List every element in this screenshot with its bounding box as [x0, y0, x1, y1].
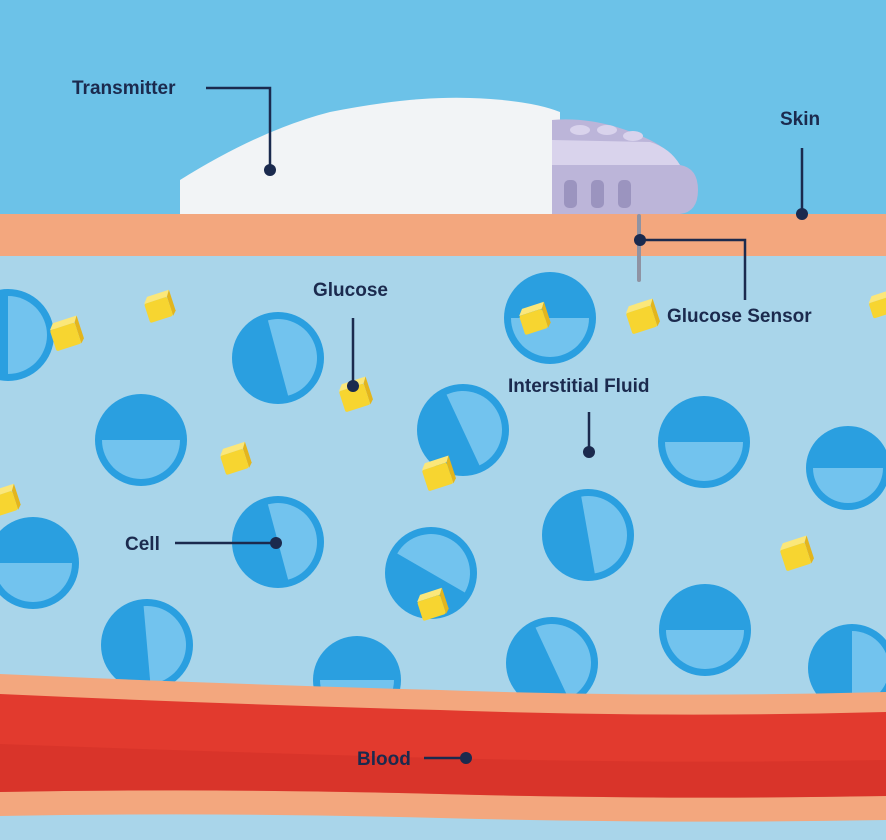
cell-5 — [417, 384, 509, 476]
glucose-group — [0, 289, 886, 621]
glucose-molecule-10 — [417, 587, 449, 621]
transmitter-vent-1 — [564, 180, 577, 208]
skin-layer — [0, 214, 886, 256]
glucose-sensor-label: Glucose Sensor — [667, 306, 812, 327]
glucose-molecule-1 — [144, 289, 176, 323]
cells-group — [0, 272, 886, 724]
cell-6 — [658, 396, 750, 488]
glucose-molecule-11 — [868, 290, 886, 319]
glucose-molecule-6 — [220, 441, 252, 475]
cell-4 — [95, 394, 187, 486]
glucose-molecule-2 — [49, 315, 84, 351]
glucose-molecule-3 — [519, 301, 551, 335]
cell-10 — [385, 527, 477, 619]
cell-2 — [232, 312, 324, 404]
glucose-sensor-dot — [634, 234, 646, 246]
cell-13 — [101, 599, 193, 691]
skin-label: Skin — [780, 109, 820, 130]
glucose-molecule-5 — [338, 376, 373, 412]
blood-flow — [0, 694, 886, 798]
glucose-molecule-8 — [0, 483, 21, 517]
cell-16 — [808, 624, 886, 712]
glucose-label: Glucose — [313, 280, 388, 301]
glucose-dot — [347, 380, 359, 392]
cell-1 — [0, 289, 54, 381]
transmitter-dot — [264, 164, 276, 176]
cell-11 — [542, 489, 634, 581]
transmitter-vent-2 — [591, 180, 604, 208]
cell-8 — [0, 517, 79, 609]
glucose-sensor-leader-line — [640, 238, 747, 300]
glucose-molecule-7 — [421, 455, 456, 491]
sensor-filament — [637, 214, 641, 282]
transmitter-label: Transmitter — [72, 78, 176, 99]
callouts — [175, 86, 804, 760]
transmitter-leader-line — [206, 86, 272, 170]
blood-dot — [460, 752, 472, 764]
interstitial-fluid-dot — [583, 446, 595, 458]
transmitter-body — [180, 97, 560, 214]
transmitter-vent-3 — [618, 180, 631, 208]
cell-7 — [806, 426, 886, 510]
interstitial-fluid-label: Interstitial Fluid — [508, 376, 649, 397]
callout-dots — [264, 164, 808, 764]
cell-12 — [659, 584, 751, 676]
glucose-molecule-4 — [625, 298, 660, 334]
blood-label: Blood — [357, 749, 411, 770]
cell-dot — [270, 537, 282, 549]
cell-15 — [506, 617, 598, 709]
blood-vessel — [0, 674, 886, 822]
transmitter-device — [180, 97, 698, 282]
cell-label: Cell — [125, 534, 160, 555]
skin-dot — [796, 208, 808, 220]
cell-3 — [504, 272, 596, 364]
glucose-molecule-9 — [779, 535, 814, 571]
